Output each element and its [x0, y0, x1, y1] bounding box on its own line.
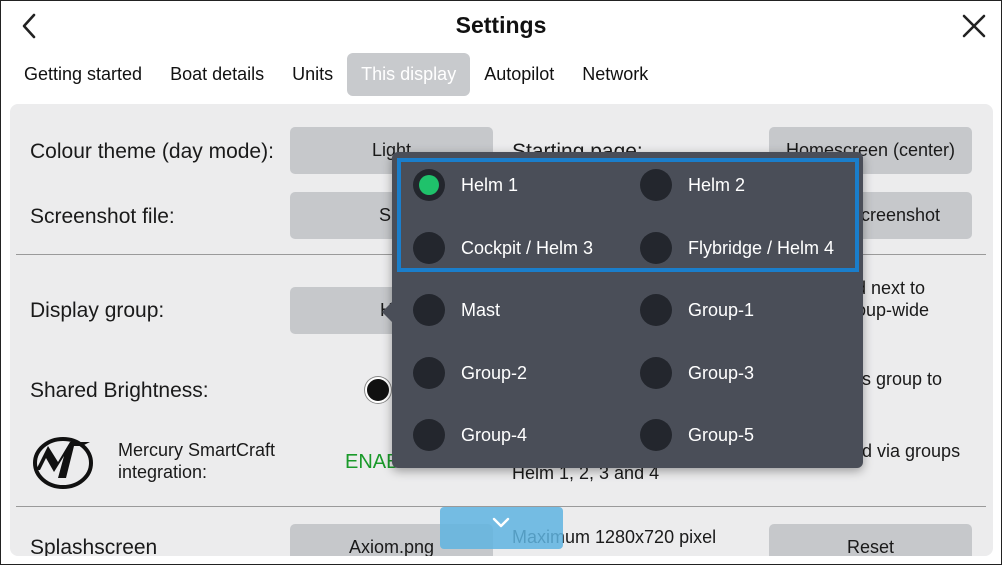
- radio-icon: [640, 357, 672, 389]
- option-helm-1[interactable]: Helm 1: [413, 165, 518, 205]
- option-label: Group-2: [461, 362, 528, 383]
- shared-brightness-toggle[interactable]: [365, 377, 391, 403]
- radio-icon: [413, 232, 445, 264]
- dropdown-focus-highlight: [397, 158, 859, 272]
- option-label: Group-4: [461, 424, 528, 445]
- radio-icon: [640, 232, 672, 264]
- tab-bar: Getting started Boat details Units This …: [10, 53, 662, 96]
- splashscreen-label: Splashscreen: [30, 536, 158, 556]
- option-label: Group-3: [688, 362, 755, 383]
- radio-icon: [640, 294, 672, 326]
- tab-network[interactable]: Network: [582, 64, 649, 84]
- back-chevron-icon[interactable]: [16, 12, 44, 40]
- option-group-4[interactable]: Group-4: [413, 415, 527, 455]
- option-mast[interactable]: Mast: [413, 290, 500, 330]
- chevron-down-icon: [492, 517, 510, 528]
- radio-selected-icon: [413, 169, 445, 201]
- tab-boat-details[interactable]: Boat details: [170, 64, 265, 84]
- tab-units[interactable]: Units: [292, 64, 334, 84]
- display-group-note: d next to oup-wide: [856, 278, 930, 320]
- option-label: Group-5: [688, 424, 755, 445]
- option-group-3[interactable]: Group-3: [640, 353, 754, 393]
- page-title: Settings: [455, 12, 547, 38]
- colour-theme-label: Colour theme (day mode):: [30, 140, 274, 163]
- mercury-label: Mercury SmartCraft integration:: [118, 440, 276, 482]
- mercury-logo-icon: [33, 437, 93, 489]
- splashscreen-note: Maximum 1280x720 pixel: [512, 527, 717, 547]
- radio-icon: [413, 419, 445, 451]
- option-helm-2[interactable]: Helm 2: [640, 165, 745, 205]
- option-label: Mast: [461, 299, 501, 320]
- mercury-note-right: ed via groups: [852, 441, 961, 461]
- radio-icon: [413, 294, 445, 326]
- reset-button[interactable]: Reset: [769, 524, 972, 556]
- display-group-label: Display group:: [30, 299, 165, 322]
- radio-icon: [640, 419, 672, 451]
- option-group-5[interactable]: Group-5: [640, 415, 754, 455]
- mercury-status: ENAB: [345, 451, 400, 473]
- option-label: Cockpit / Helm 3: [461, 237, 594, 258]
- option-label: Helm 2: [688, 174, 746, 195]
- option-group-1[interactable]: Group-1: [640, 290, 754, 330]
- option-label: Helm 1: [461, 174, 519, 195]
- screenshot-file-label: Screenshot file:: [30, 205, 175, 228]
- option-label: Group-1: [688, 299, 755, 320]
- divider: [16, 506, 986, 507]
- tab-this-display[interactable]: This display: [347, 53, 471, 96]
- close-icon[interactable]: [960, 12, 988, 40]
- display-group-dropdown: Helm 1 Helm 2 Cockpit / Helm 3 Flybridge…: [382, 152, 863, 468]
- radio-icon: [413, 357, 445, 389]
- radio-icon: [640, 169, 672, 201]
- mercury-note: Helm 1, 2, 3 and 4: [512, 463, 660, 483]
- shared-brightness-label: Shared Brightness:: [30, 379, 209, 402]
- dropdown-pointer: [382, 302, 392, 322]
- tab-getting-started[interactable]: Getting started: [24, 64, 143, 84]
- option-label: Flybridge / Helm 4: [688, 237, 835, 258]
- shared-brightness-note: s group to: [862, 369, 943, 389]
- tab-autopilot[interactable]: Autopilot: [484, 64, 555, 84]
- scroll-down-button[interactable]: [440, 507, 563, 549]
- option-cockpit-helm-3[interactable]: Cockpit / Helm 3: [413, 228, 593, 268]
- option-group-2[interactable]: Group-2: [413, 353, 527, 393]
- option-flybridge-helm-4[interactable]: Flybridge / Helm 4: [640, 228, 834, 268]
